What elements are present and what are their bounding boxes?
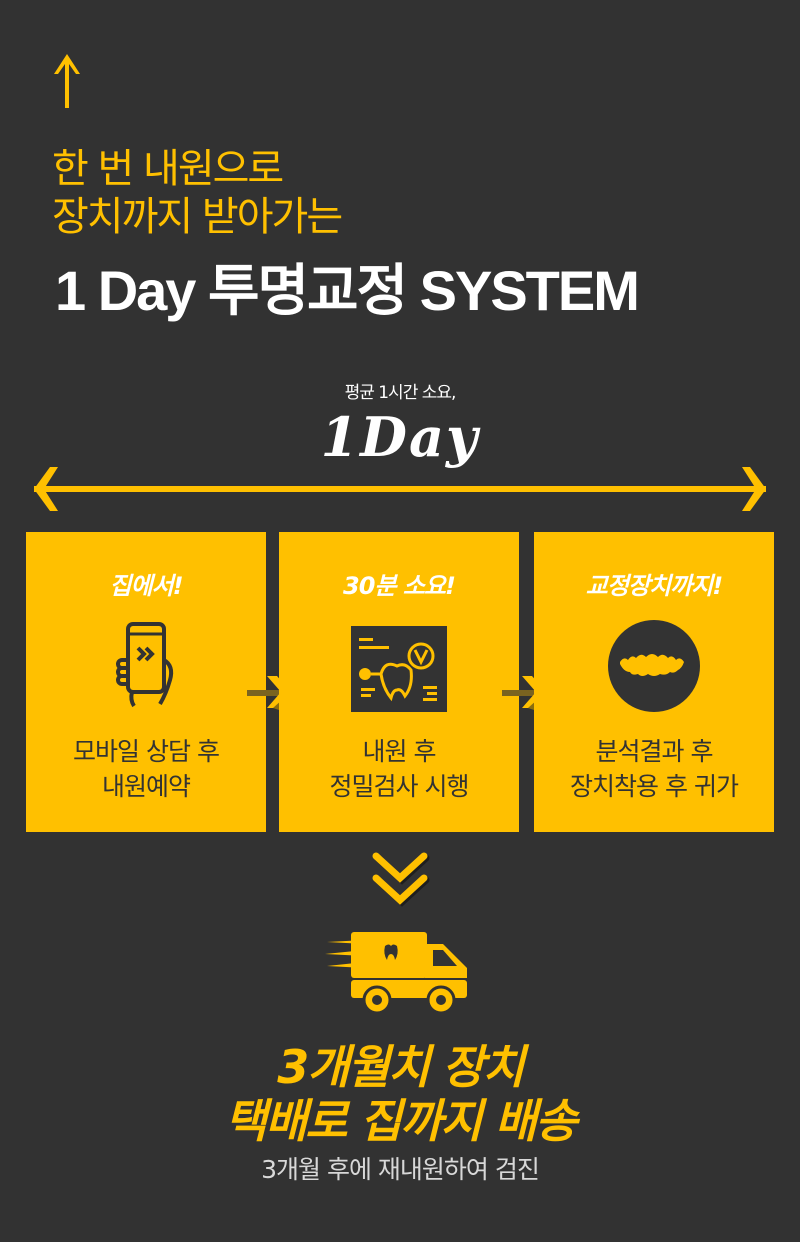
step-line-2: 내원예약 (101, 772, 191, 801)
subtitle-line-1: 한 번 내원으로 (52, 146, 284, 192)
smartphone-hand-icon (116, 622, 174, 708)
step-line-1: 모바일 상담 후 (73, 737, 220, 766)
page-title: 1 Day 투명교정 SYSTEM (55, 259, 640, 322)
step-card-exam: 30분 소요! 내원 후 정밀검사 시행 (279, 532, 519, 832)
double-headed-arrow-icon (34, 467, 766, 511)
step-description: 분석결과 후 장치착용 후 귀가 (534, 734, 774, 804)
subtitle: 한 번 내원으로 장치까지 받아가는 (52, 145, 343, 241)
delivery-headline: 3개월치 장치 택배로 집까지 배송 (0, 1040, 800, 1148)
double-chevron-down-icon (372, 852, 430, 907)
delivery-truck-icon (325, 932, 467, 1014)
step-description: 내원 후 정밀검사 시행 (279, 734, 519, 804)
teeth-aligner-icon (608, 620, 700, 712)
step-card-home: 집에서! 모바일 상담 후 내원예약 (26, 532, 266, 832)
step-card-aligner: 교정장치까지! 분석결과 후 장치착용 후 귀가 (534, 532, 774, 832)
delivery-note: 3개월 후에 재내원하여 검진 (261, 1155, 540, 1184)
step-line-2: 정밀검사 시행 (329, 772, 470, 801)
subtitle-line-2: 장치까지 받아가는 (52, 194, 343, 240)
duration-caption: 평균 1시간 소요, (344, 383, 457, 403)
step-line-1: 내원 후 (362, 737, 437, 766)
delivery-line-2: 택배로 집까지 배송 (224, 1094, 578, 1148)
dental-xray-scan-icon (351, 626, 447, 712)
step-heading: 교정장치까지! (585, 572, 723, 600)
up-arrow-icon (54, 54, 80, 108)
step-line-1: 분석결과 후 (595, 737, 714, 766)
duration-label: 1Day (320, 405, 480, 469)
step-line-2: 장치착용 후 귀가 (570, 772, 739, 801)
delivery-line-1: 3개월치 장치 (277, 1040, 525, 1094)
step-description: 모바일 상담 후 내원예약 (26, 734, 266, 804)
step-heading: 집에서! (109, 572, 183, 600)
step-heading: 30분 소요! (343, 572, 456, 600)
